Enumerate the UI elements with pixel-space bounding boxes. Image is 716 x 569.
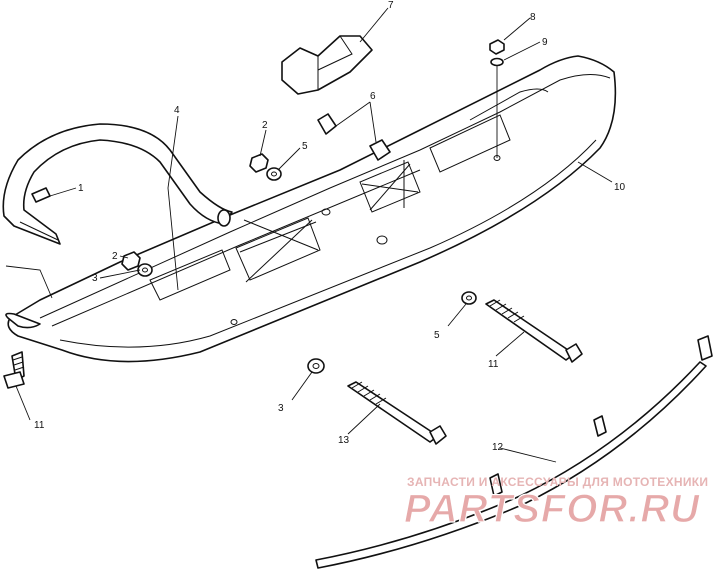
washer-part <box>461 291 477 305</box>
callout-3: 3 <box>92 273 98 284</box>
watermark-subtitle: ЗАПЧАСТИ И АКСЕССУАРЫ ДЛЯ МОТОТЕХНИКИ <box>407 475 708 489</box>
bolt-part <box>3 351 25 389</box>
washer-part <box>307 358 325 374</box>
callout-5: 5 <box>302 141 308 152</box>
bushing-part <box>369 139 391 161</box>
ski-body <box>5 55 617 363</box>
callout-1: 1 <box>78 183 84 194</box>
callout-5: 5 <box>434 330 440 341</box>
bolt-part <box>485 299 583 363</box>
callout-8: 8 <box>530 12 536 23</box>
callout-13: 13 <box>338 435 350 446</box>
callout-9: 9 <box>542 37 548 48</box>
clip-part <box>31 187 51 203</box>
washer-part <box>266 167 282 181</box>
callout-11: 11 <box>34 420 45 431</box>
washer-part <box>137 263 153 277</box>
nut-part <box>121 251 141 271</box>
wear-bar-part <box>315 335 713 569</box>
callout-2: 2 <box>112 251 118 262</box>
bushing-part <box>317 113 337 135</box>
callout-2: 2 <box>262 120 268 131</box>
watermark-brand: PARTSFOR.RU <box>404 487 700 531</box>
callout-10: 10 <box>614 182 626 193</box>
callout-4: 4 <box>174 105 180 116</box>
block-part <box>281 35 373 95</box>
watermark: ЗАПЧАСТИ И АКСЕССУАРЫ ДЛЯ МОТОТЕХНИКИ PA… <box>403 475 708 532</box>
washer-part <box>490 57 504 67</box>
callout-3: 3 <box>278 403 284 414</box>
nut-part <box>249 153 269 173</box>
ski-loop-handle <box>2 123 233 245</box>
callout-11: 11 <box>488 359 499 370</box>
callout-6: 6 <box>370 91 376 102</box>
bolt-part <box>347 381 447 445</box>
callout-labels: 1 2 2 3 3 4 5 5 6 7 8 9 10 11 11 12 13 <box>34 0 626 453</box>
nut-part <box>489 39 505 55</box>
callout-12: 12 <box>492 442 504 453</box>
leader-lines <box>5 7 613 463</box>
callout-7: 7 <box>388 0 394 11</box>
